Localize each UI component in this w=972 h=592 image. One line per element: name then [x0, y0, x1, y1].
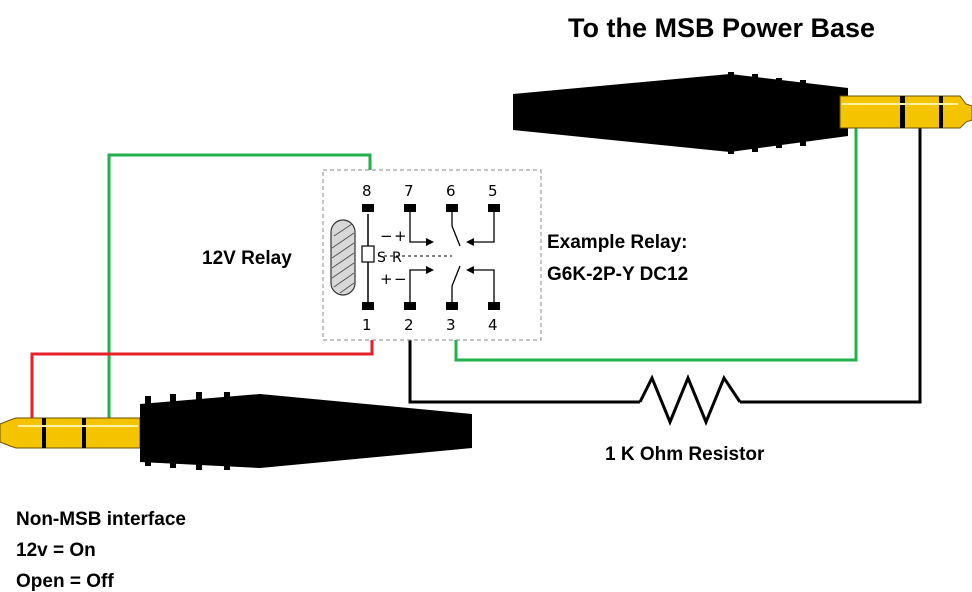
coil-r-mark: R — [392, 250, 402, 266]
right-plug-grip-3 — [776, 78, 782, 148]
right-plug-sleeve — [839, 95, 972, 129]
pin-label-7: 7 — [404, 182, 414, 200]
pin-label-6: 6 — [446, 182, 456, 200]
pin-pad-3 — [446, 302, 458, 310]
left-plug-grip-1 — [145, 396, 151, 466]
coil-element — [361, 245, 375, 263]
left-plug-ring-2 — [82, 418, 86, 448]
left-audio-plug — [0, 392, 472, 470]
left-plug-grip-4 — [224, 392, 230, 470]
notes-line2: 12v = On — [16, 540, 96, 561]
coil-s-mark: S — [377, 250, 386, 266]
relay: − + S R + − 8 7 6 5 1 2 3 4 — [322, 169, 542, 341]
pin-pad-6 — [446, 204, 458, 212]
right-plug-grip-1 — [728, 72, 734, 154]
pin-label-2: 2 — [404, 316, 414, 334]
right-plug-ring-1 — [900, 96, 905, 128]
pin-pad-8 — [362, 204, 374, 212]
notes-line1: Non-MSB interface — [16, 509, 186, 530]
pin-label-4: 4 — [488, 316, 498, 334]
notes-line3: Open = Off — [16, 571, 114, 592]
right-plug-grip-4 — [800, 80, 806, 146]
switch-upper — [409, 212, 495, 247]
resistor-label: 1 K Ohm Resistor — [605, 444, 765, 465]
left-plug-body — [140, 394, 472, 468]
green-wire-pin8 — [107, 153, 372, 420]
green-wire-pin3 — [454, 120, 858, 362]
left-plug-grip-3 — [196, 392, 202, 470]
right-plug-ring-2 — [939, 96, 943, 128]
pin-label-5: 5 — [488, 182, 498, 200]
left-plug-sleeve — [0, 417, 141, 449]
relay-outline — [322, 169, 542, 341]
pin-label-1: 1 — [362, 316, 372, 334]
resistor-symbol — [638, 374, 742, 426]
right-audio-plug — [513, 72, 972, 154]
black-wire-right — [740, 120, 922, 404]
right-plug-body — [513, 74, 848, 152]
pin-pad-1 — [362, 302, 374, 310]
coil-minus-mark-bottom: − — [394, 270, 407, 288]
example-relay-line2: G6K-2P-Y DC12 — [547, 264, 688, 285]
left-plug-grip-2 — [170, 394, 176, 468]
diagram-title: To the MSB Power Base — [568, 13, 875, 43]
coil-plus-mark-top: + — [394, 227, 407, 245]
black-wire-pin2 — [408, 338, 640, 404]
pin-pad-5 — [488, 204, 500, 212]
example-relay-line1: Example Relay: — [547, 232, 687, 253]
coil-minus-mark: − — [380, 227, 393, 245]
red-wire-pin1 — [30, 338, 374, 422]
relay-label: 12V Relay — [202, 248, 292, 269]
pin-pad-7 — [404, 204, 416, 212]
pin-pad-2 — [404, 302, 416, 310]
left-plug-ring-1 — [42, 418, 46, 448]
right-plug-grip-2 — [752, 74, 758, 152]
switch-lower — [409, 265, 495, 302]
pin-pad-4 — [488, 302, 500, 310]
pin-label-8: 8 — [362, 182, 372, 200]
coil-hatch — [331, 223, 355, 294]
pin-label-3: 3 — [446, 316, 456, 334]
coil-plus-mark-bottom: + — [380, 270, 393, 288]
relay-coil — [330, 219, 356, 296]
